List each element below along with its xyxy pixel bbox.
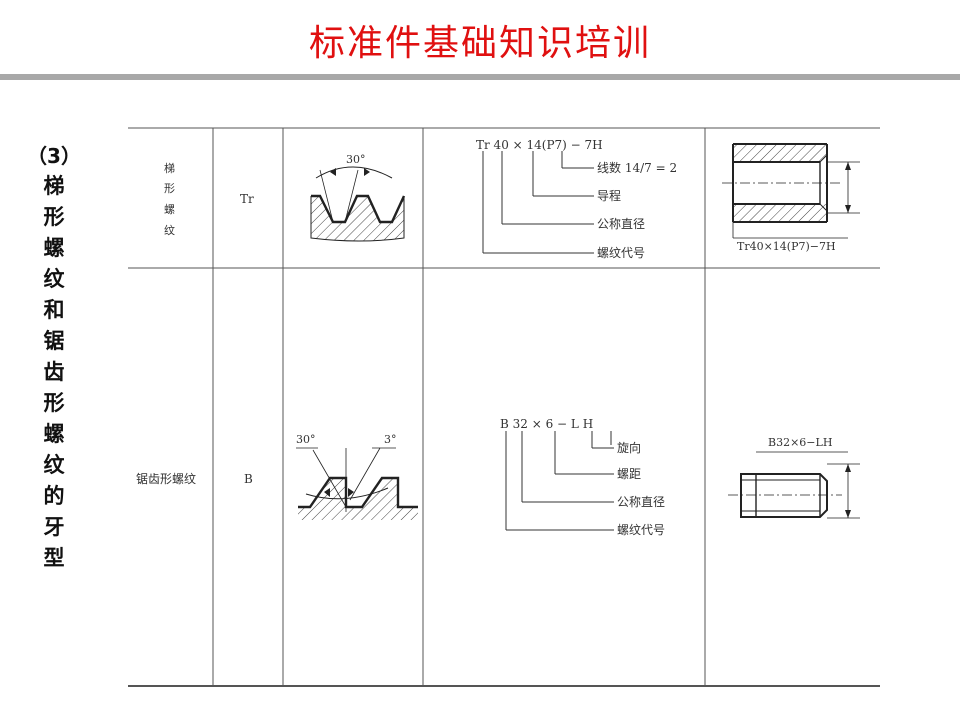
buttress-callout: 公称直径	[617, 495, 665, 509]
side-char: 和	[43, 298, 65, 322]
trapezoid-section-drawing	[722, 143, 860, 239]
side-char: 锯	[43, 329, 65, 353]
trapezoid-angle-label: 30°	[346, 153, 366, 166]
buttress-section-drawing	[728, 451, 860, 519]
title-divider	[0, 74, 960, 80]
trapezoid-callout: 线数 14/7 = 2	[597, 160, 677, 175]
buttress-marking: B 32 × 6 − L H	[500, 417, 593, 431]
side-char: 的	[43, 484, 65, 508]
row1-name-char: 纹	[164, 223, 175, 237]
row2-name: 锯齿形螺纹	[136, 471, 196, 486]
buttress-callout: 螺距	[617, 467, 641, 481]
buttress-drawing-label: B32×6−LH	[768, 436, 832, 449]
row1-name-char: 形	[164, 182, 175, 195]
row1-code: Tr	[240, 192, 254, 206]
row1-name-char: 梯	[164, 162, 175, 175]
side-heading: （3） 梯 形 螺 纹 和 锯 齿 形 螺 纹 的 牙 型	[24, 140, 84, 574]
buttress-callout: 螺纹代号	[617, 523, 665, 537]
side-char: 形	[43, 391, 65, 415]
side-char: 螺	[43, 422, 65, 446]
table-grid	[128, 127, 880, 687]
trapezoid-marking-leaders	[482, 151, 594, 254]
trapezoid-drawing-label: Tr40×14(P7)−7H	[737, 240, 836, 253]
row1-name-char: 螺	[164, 203, 175, 216]
side-char: 型	[43, 546, 65, 570]
buttress-marking-leaders	[505, 431, 614, 531]
side-char: 形	[43, 205, 65, 229]
page-title: 标准件基础知识培训	[308, 23, 651, 64]
buttress-angle-left-label: 30°	[296, 433, 316, 446]
trapezoid-callout: 公称直径	[597, 217, 645, 231]
buttress-callout: 旋向	[617, 440, 641, 455]
buttress-angle-right-label: 3°	[384, 433, 397, 446]
side-char: 纹	[43, 453, 65, 477]
trapezoid-callout: 导程	[597, 188, 621, 203]
side-number: （3）	[27, 144, 81, 168]
trapezoid-profile-drawing	[310, 166, 406, 242]
side-char: 齿	[43, 360, 65, 384]
buttress-profile-drawing	[296, 447, 418, 520]
trapezoid-callout: 螺纹代号	[597, 246, 645, 260]
side-char: 螺	[43, 236, 65, 260]
row2-code: B	[244, 472, 253, 486]
side-char: 牙	[43, 515, 65, 539]
trapezoid-marking: Tr 40 × 14(P7) − 7H	[476, 138, 603, 152]
side-char: 梯	[43, 174, 65, 198]
side-char: 纹	[43, 267, 65, 291]
